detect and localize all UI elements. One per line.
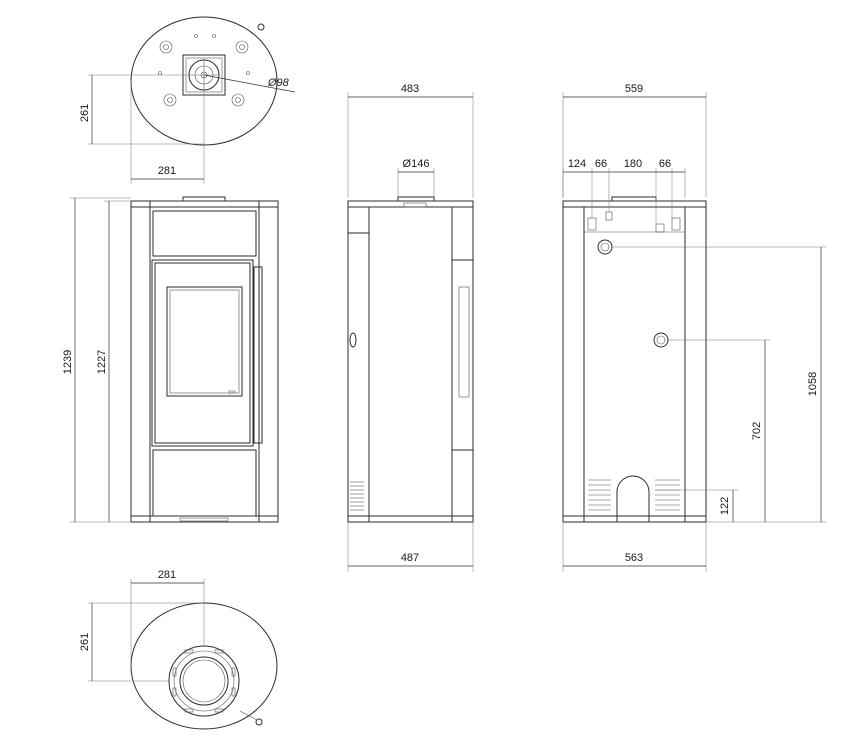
- bottom-dim-281: 281: [158, 569, 176, 581]
- back-view: 559 124 66 180 66 1058 702 122 563: [562, 83, 826, 572]
- top-dim-261: 261: [79, 104, 91, 122]
- back-dim-563: 563: [625, 552, 643, 564]
- back-dim-122: 122: [719, 497, 731, 515]
- pipe-fitting-middle-icon: [653, 332, 669, 348]
- back-vent-slots-left: [588, 479, 611, 511]
- pipe-fitting-upper-icon: [597, 239, 613, 255]
- side-dim-487: 487: [401, 552, 419, 564]
- back-dim-66-left: 66: [595, 158, 607, 170]
- back-dim-559: 559: [625, 83, 643, 95]
- back-vent-slots-right: [655, 479, 680, 511]
- bottom-dim-261: 261: [79, 633, 91, 651]
- front-dim-1227: 1227: [96, 350, 108, 374]
- bottom-knob-icon: [255, 718, 263, 726]
- side-view: 483 Ø146 487: [347, 83, 474, 572]
- top-dim-281: 281: [158, 165, 176, 177]
- side-vent-slots: [350, 481, 364, 511]
- front-view: 1239 1227: [62, 196, 279, 523]
- side-dim-483: 483: [401, 83, 419, 95]
- bottom-view: 281 261: [79, 569, 278, 730]
- mount-bolts: [158, 34, 250, 107]
- back-dim-124: 124: [568, 158, 586, 170]
- knob-icon: [257, 23, 265, 31]
- top-view: Ø98 261 281: [79, 16, 296, 184]
- back-dim-180: 180: [624, 158, 642, 170]
- back-dim-66-right: 66: [659, 158, 671, 170]
- top-dia-label: Ø98: [267, 77, 290, 89]
- air-inlet-arch: [616, 475, 650, 522]
- side-dim-146: Ø146: [403, 158, 430, 170]
- back-dim-702: 702: [751, 422, 763, 440]
- bottom-ring-slots: [172, 649, 236, 713]
- front-dim-1239: 1239: [62, 350, 74, 374]
- back-dim-1058: 1058: [807, 372, 819, 396]
